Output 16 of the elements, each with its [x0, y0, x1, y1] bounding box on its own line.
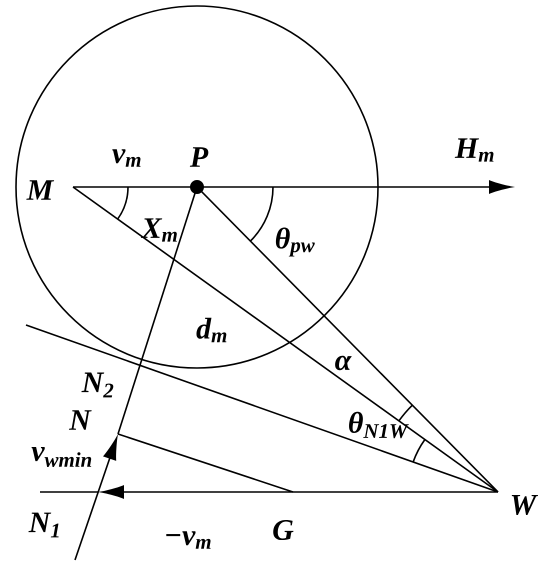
vector-label: v$_{wmin}$ [32, 447, 92, 467]
length-label: d$_{m}$ [196, 318, 226, 342]
point-label: W [512, 494, 538, 515]
vector-label: H$_{m}$ [454, 138, 494, 162]
angle-label: X$_{m}$ [140, 218, 177, 242]
vector-label: v$_{m}$ [112, 149, 140, 167]
point-label: M [26, 180, 54, 200]
angle-label: θ$_{N1W}$ [349, 412, 409, 438]
point-label: N$_{1}$ [28, 512, 59, 538]
angle-label: θ$_{pw}$ [276, 227, 315, 257]
point-label: P [190, 147, 208, 167]
angle-label: α [335, 356, 352, 370]
vector-label: −v$_{m}$ [166, 531, 211, 549]
point-label: N$_{2}$ [81, 372, 114, 398]
point-label: N [68, 410, 92, 430]
point-label: G [273, 520, 294, 540]
